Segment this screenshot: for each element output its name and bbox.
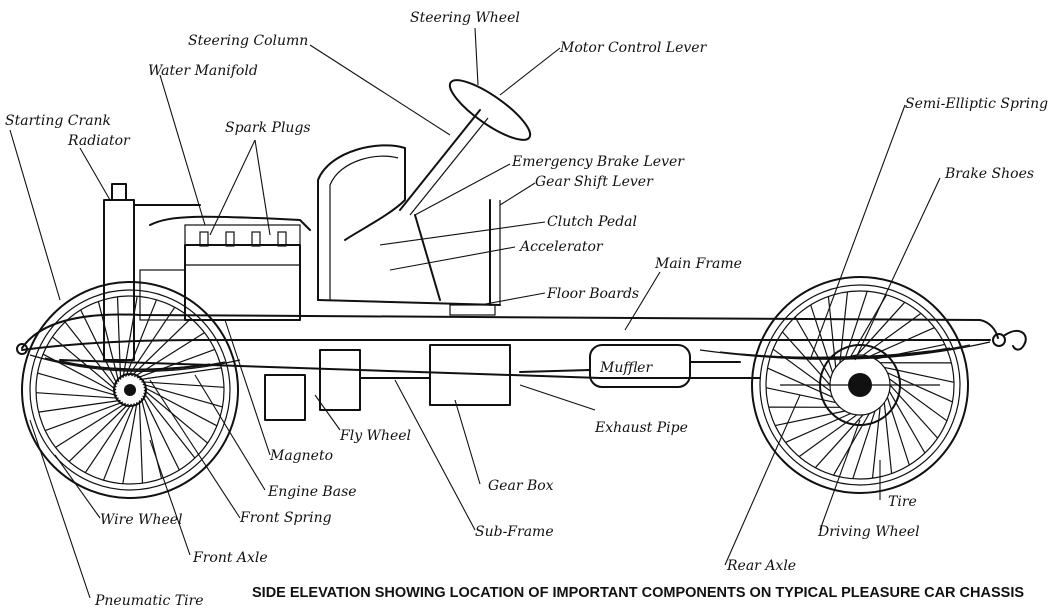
radiator (103, 183, 201, 361)
label-muffler: Muffler (599, 360, 653, 376)
label-steering-wheel: Steering Wheel (410, 10, 520, 26)
label-radiator: Radiator (67, 133, 131, 149)
wheel-spoke (887, 372, 953, 403)
label-semi-elliptic-spring: Semi-Elliptic Spring (905, 96, 1048, 112)
chassis-drawing (16, 79, 1027, 499)
wheel-spoke (64, 321, 117, 388)
wheel-spoke (142, 383, 223, 408)
wheel-spoke (131, 317, 192, 377)
wheel-spoke (122, 401, 138, 484)
label-clutch-pedal: Clutch Pedal (547, 214, 637, 230)
label-rear-axle: Rear Axle (726, 558, 796, 574)
label-front-axle: Front Axle (192, 550, 268, 566)
main-frame (16, 313, 1027, 355)
wheel-spoke (889, 384, 939, 439)
label-exhaust-pipe: Exhaust Pipe (594, 420, 688, 436)
wheel-spoke (844, 291, 868, 360)
label-tire: Tire (888, 494, 917, 510)
wheel-spoke (141, 381, 225, 388)
label-engine-base: Engine Base (267, 484, 357, 500)
label-wire-wheel: Wire Wheel (100, 512, 183, 528)
label-driving-wheel: Driving Wheel (817, 524, 920, 540)
seat-and-dash (317, 144, 501, 316)
label-emergency-brake-lever: Emergency Brake Lever (511, 154, 685, 170)
wheel-spoke (886, 397, 910, 466)
label-spark-plugs: Spark Plugs (225, 120, 311, 136)
wheel-spoke (143, 389, 208, 444)
wheel-spoke (102, 403, 135, 481)
label-front-spring: Front Spring (239, 510, 332, 526)
wheel-spoke (55, 402, 127, 448)
label-steering-column: Steering Column (188, 33, 308, 49)
label-main-frame: Main Frame (654, 256, 742, 272)
wheel-spoke (116, 296, 122, 380)
wheel-spoke (80, 309, 118, 385)
wheel-spoke (84, 403, 132, 474)
steering-assembly (399, 79, 532, 301)
wheel-spoke (775, 410, 846, 427)
wheel-spoke (785, 412, 851, 443)
wheel-spoke (140, 398, 163, 479)
wheel-spoke (814, 414, 864, 469)
label-gear-box: Gear Box (488, 478, 554, 494)
wheel-spoke (139, 367, 222, 381)
wheel-spoke (765, 387, 836, 404)
wheel-spoke (810, 304, 834, 373)
wheel-spoke (871, 407, 881, 479)
wheel-spoke (125, 299, 158, 377)
rear-spring (699, 341, 991, 360)
diagram-caption: SIDE ELEVATION SHOWING LOCATION OF IMPOR… (252, 585, 1024, 601)
front-spring (29, 354, 241, 372)
wheel-spoke (143, 392, 196, 459)
leader-lines (9, 27, 941, 599)
wheel-spoke (37, 372, 118, 397)
label-sub-frame: Sub-Frame (475, 524, 554, 540)
wheel-spoke (869, 327, 935, 358)
wheel-spoke (35, 392, 119, 399)
label-gear-shift-lever: Gear Shift Lever (535, 174, 654, 190)
wheel-spoke (884, 366, 955, 383)
gear-box (359, 344, 511, 406)
wheel-spoke (888, 390, 926, 454)
muffler (519, 344, 741, 388)
label-floor-boards: Floor Boards (546, 286, 639, 302)
wheel-spoke (128, 306, 176, 377)
label-fly-wheel: Fly Wheel (339, 428, 411, 444)
wheel-spoke (38, 399, 121, 413)
labels: Steering Wheel Steering Column Motor Con… (5, 10, 1048, 609)
wheel-spoke (44, 401, 124, 432)
wheel-spoke (798, 414, 858, 458)
label-starting-crank: Starting Crank (5, 113, 111, 129)
wheel-spoke (852, 410, 876, 479)
label-water-manifold: Water Manifold (148, 63, 258, 79)
wheel-spoke (143, 386, 218, 427)
wheel-spoke (856, 301, 906, 356)
wheel-spoke (839, 291, 849, 363)
label-accelerator: Accelerator (518, 239, 604, 255)
wheel-spoke (142, 395, 180, 471)
wheel-spoke (883, 402, 893, 474)
wheel-spoke (888, 378, 948, 422)
label-pneumatic-tire: Pneumatic Tire (94, 593, 204, 609)
wheel-spoke (68, 403, 129, 463)
wheel-spoke (794, 316, 832, 380)
label-brake-shoes: Brake Shoes (944, 166, 1034, 182)
wheel-spoke (767, 367, 833, 398)
label-magneto: Magneto (269, 448, 333, 464)
wheel-spoke (138, 400, 144, 484)
label-motor-control-lever: Motor Control Lever (559, 40, 708, 56)
engine (139, 215, 361, 421)
